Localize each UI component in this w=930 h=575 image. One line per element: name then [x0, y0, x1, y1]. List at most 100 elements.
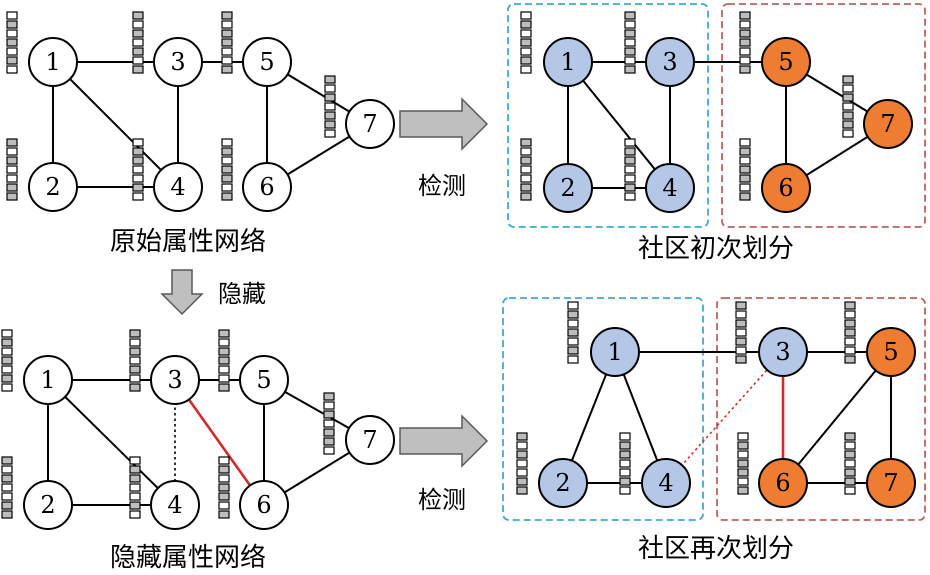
- attribute-cell: [218, 383, 230, 392]
- attribute-vector-4: [619, 432, 631, 495]
- attribute-cell: [844, 441, 856, 450]
- hidden-network-edges: [47, 379, 371, 506]
- node-3-label: 3: [170, 48, 185, 76]
- node-1: 1: [28, 37, 78, 87]
- initial-partition-nodes: 1 2 3 4 5 6 7: [543, 37, 913, 213]
- node-6-label: 6: [778, 174, 793, 202]
- attribute-cell: [1, 347, 13, 356]
- attribute-cell: [221, 192, 233, 201]
- attribute-cell: [516, 486, 528, 495]
- attribute-cell: [624, 174, 636, 183]
- attribute-cell: [6, 38, 18, 47]
- hidden-network-nodes: 1 2 3 4 5 6 7: [23, 355, 395, 530]
- attribute-cell: [132, 174, 144, 183]
- detect-label-bottom: 检测: [418, 486, 466, 514]
- attribute-vector-2: [516, 432, 528, 495]
- attribute-vector-4: [132, 138, 144, 201]
- edge-1-4: [52, 61, 179, 188]
- node-6-label: 6: [259, 173, 274, 201]
- right-arrow-icon: [399, 97, 489, 151]
- detect-arrow-bottom: 检测: [399, 414, 489, 514]
- detect-label-top: 检测: [418, 172, 466, 200]
- attribute-cell: [520, 56, 532, 65]
- node-5: 5: [866, 327, 916, 377]
- attribute-cell: [624, 11, 636, 20]
- edge-1-4: [567, 61, 671, 189]
- attribute-vector-2: [1, 456, 13, 519]
- node-4-label: 4: [658, 469, 673, 497]
- node-7-label: 7: [362, 426, 377, 454]
- attribute-cell: [221, 183, 233, 192]
- node-5: 5: [761, 37, 811, 87]
- attribute-cell: [739, 138, 751, 147]
- attribute-cell: [516, 450, 528, 459]
- attribute-cell: [6, 56, 18, 65]
- attribute-cell: [739, 183, 751, 192]
- attribute-cell: [323, 437, 335, 446]
- attribute-cell: [129, 374, 141, 383]
- node-2-label: 2: [560, 174, 575, 202]
- attribute-vector-2: [6, 138, 18, 201]
- attribute-cell: [516, 459, 528, 468]
- attribute-cell: [132, 138, 144, 147]
- attribute-cell: [619, 441, 631, 450]
- attribute-cell: [567, 328, 579, 337]
- attribute-cell: [735, 346, 747, 355]
- attribute-cell: [218, 465, 230, 474]
- node-6: 6: [761, 163, 811, 213]
- attribute-vector-6: [218, 456, 230, 519]
- attribute-cell: [739, 156, 751, 165]
- attribute-cell: [624, 156, 636, 165]
- attribute-cell: [129, 456, 141, 465]
- attribute-cell: [624, 47, 636, 56]
- attribute-cell: [6, 192, 18, 201]
- attribute-cell: [132, 147, 144, 156]
- attribute-cell: [516, 477, 528, 486]
- node-7: 7: [863, 99, 913, 149]
- attribute-cell: [323, 419, 335, 428]
- attribute-cell: [221, 11, 233, 20]
- down-arrow-icon: [160, 269, 204, 316]
- community-b-box: [721, 3, 926, 228]
- attribute-cell: [844, 459, 856, 468]
- node-4: 4: [645, 163, 695, 213]
- attribute-cell: [737, 450, 749, 459]
- node-7: 7: [866, 458, 916, 508]
- edge-1-4: [47, 379, 176, 506]
- attribute-cell: [624, 38, 636, 47]
- node-7: 7: [345, 415, 395, 465]
- attribute-cell: [6, 156, 18, 165]
- node-4: 4: [150, 480, 200, 530]
- attribute-cell: [6, 65, 18, 74]
- attribute-vector-5: [844, 301, 856, 364]
- hidden-network-panel: 1 2 3 4 5 6 7 隐藏属性网络: [1, 329, 395, 573]
- node-5-label: 5: [259, 48, 274, 76]
- attribute-cell: [844, 346, 856, 355]
- attribute-cell: [520, 156, 532, 165]
- attribute-vector-7: [842, 75, 854, 138]
- attribute-cell: [739, 56, 751, 65]
- attribute-vector-6: [737, 432, 749, 495]
- attribute-cell: [624, 147, 636, 156]
- node-2-label: 2: [45, 173, 60, 201]
- added-edge-3-6: [173, 379, 266, 506]
- attribute-cell: [520, 29, 532, 38]
- attribute-cell: [1, 383, 13, 392]
- attribute-cell: [218, 329, 230, 338]
- attribute-cell: [221, 56, 233, 65]
- attribute-cell: [129, 329, 141, 338]
- attribute-cell: [324, 120, 336, 129]
- attribute-cell: [567, 319, 579, 328]
- attribute-cell: [844, 486, 856, 495]
- attribute-vector-5: [218, 329, 230, 392]
- attribute-cell: [567, 337, 579, 346]
- detect-arrow-top: 检测: [399, 97, 489, 200]
- attribute-cell: [132, 20, 144, 29]
- attribute-cell: [619, 459, 631, 468]
- attribute-cell: [129, 501, 141, 510]
- attribute-cell: [132, 165, 144, 174]
- attribute-cell: [129, 356, 141, 365]
- attribute-cell: [218, 356, 230, 365]
- attribute-cell: [844, 432, 856, 441]
- attribute-cell: [619, 432, 631, 441]
